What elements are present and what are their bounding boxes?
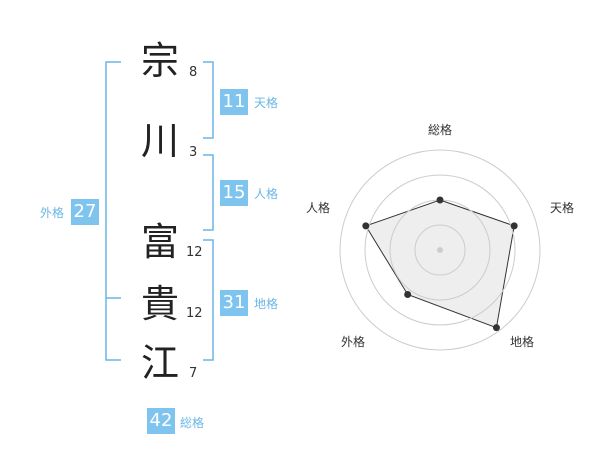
- stroke-count-4: 12: [186, 306, 203, 321]
- radar-axis-label-soukaku: 総格: [428, 123, 453, 137]
- stroke-count-1: 8: [189, 65, 198, 80]
- radar-axis-label-chikaku: 地格: [510, 335, 535, 349]
- jinkaku-bracket: [203, 154, 214, 231]
- radar-ring: [414, 224, 466, 276]
- name-char-1: 宗: [140, 39, 179, 83]
- tenkaku-label: 天格: [254, 96, 279, 110]
- gaikaku-badge: 27: [71, 199, 99, 225]
- radar-axis-label-jinkaku: 人格: [306, 201, 331, 215]
- soukaku-label: 総格: [180, 416, 205, 430]
- radar-axis-label-gaikaku: 外格: [341, 335, 366, 349]
- radar-axis-label-tenkaku: 天格: [550, 201, 575, 215]
- radar-center-dot: [437, 247, 443, 253]
- soukaku-badge: 42: [147, 408, 175, 434]
- name-char-2: 川: [140, 119, 179, 163]
- jinkaku-badge: 15: [220, 180, 248, 206]
- stroke-count-3: 12: [186, 245, 203, 260]
- jinkaku-label: 人格: [254, 187, 279, 201]
- radar-point-4: [404, 290, 412, 298]
- chikaku-bracket: [203, 239, 214, 361]
- radar-ring: [364, 174, 516, 326]
- outer-bracket: [105, 61, 121, 361]
- chikaku-label: 地格: [254, 297, 279, 311]
- radar-point-5: [362, 222, 370, 230]
- radar-point-3: [492, 324, 500, 332]
- radar-data-polygon: [365, 199, 515, 329]
- tenkaku-bracket: [203, 61, 214, 139]
- gaikaku-label: 外格: [40, 206, 65, 220]
- name-char-4: 貴: [140, 282, 179, 326]
- radar-point-1: [436, 196, 444, 204]
- stroke-count-2: 3: [189, 145, 198, 160]
- name-char-3: 富: [140, 220, 179, 264]
- name-char-5: 江: [140, 341, 179, 385]
- stroke-count-5: 7: [189, 366, 198, 381]
- radar-point-2: [510, 222, 518, 230]
- tenkaku-badge: 11: [220, 89, 248, 115]
- chikaku-badge: 31: [220, 290, 248, 316]
